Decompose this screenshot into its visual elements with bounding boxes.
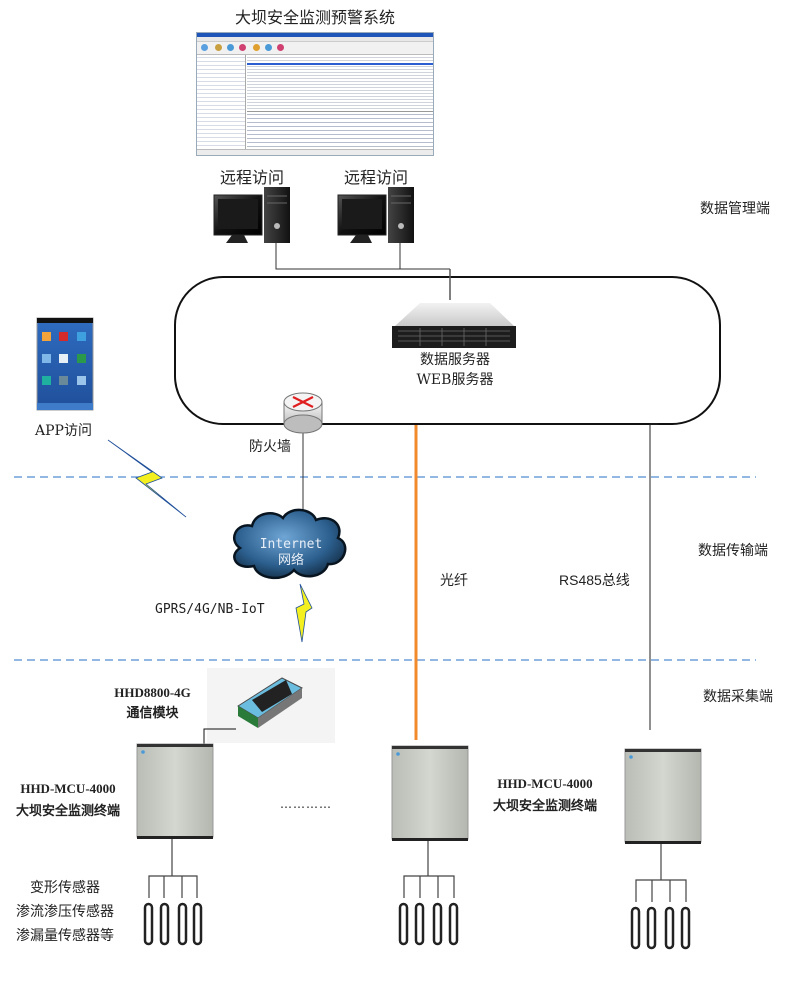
sensor-probe <box>646 906 657 950</box>
terminal-left-name: 大坝安全监测终端 <box>15 803 120 818</box>
lightning-gprs-icon <box>295 583 313 643</box>
remote-access-label-1: 远程访问 <box>220 168 285 187</box>
app-access-label: APP访问 <box>35 423 92 439</box>
comm-module-device <box>207 668 335 743</box>
comm-module-model: HHD8800-4G <box>114 685 191 700</box>
sensor-group-right <box>635 844 687 902</box>
lightning-app-icon <box>107 439 187 518</box>
sensor-probe <box>664 906 675 950</box>
sensor-probe <box>448 902 459 946</box>
server-label-line1: 数据服务器 <box>420 352 490 368</box>
internet-cloud-icon <box>233 508 347 579</box>
system-title: 大坝安全监测预警系统 <box>234 8 395 27</box>
wireless-protocols-label: GPRS/4G/NB-IoT <box>155 602 265 617</box>
terminal-middle-model: HHD-MCU-4000 <box>497 776 593 791</box>
sensor-probe <box>630 906 641 950</box>
layer-label-acquisition: 数据采集端 <box>703 689 773 705</box>
mobile-app-icon <box>36 317 94 411</box>
sensor-probe <box>680 906 691 950</box>
internet-label-line1: Internet <box>259 537 323 552</box>
sensor-types-label: 变形传感器 渗流渗压传感器 渗漏量传感器等 <box>0 876 130 948</box>
more-terminals-ellipsis: ………… <box>280 797 332 811</box>
monitoring-software-screenshot <box>196 32 434 156</box>
rs485-link <box>649 423 658 730</box>
terminal-middle-label: HHD-MCU-4000 大坝安全监测终端 <box>478 773 612 817</box>
sensor-probe <box>143 902 154 946</box>
terminal-left-model: HHD-MCU-4000 <box>20 781 116 796</box>
comm-module-name: 通信模块 <box>126 705 179 720</box>
sensor-type-deformation: 变形传感器 <box>30 880 100 896</box>
sensor-group-left <box>148 839 198 898</box>
server-network-boundary <box>174 276 721 425</box>
sensor-probe <box>159 902 170 946</box>
server-label: 数据服务器 WEB服务器 <box>390 350 520 390</box>
terminal-cabinet-left <box>136 743 214 839</box>
sensor-probe <box>432 902 443 946</box>
sensor-type-leakage: 渗漏量传感器等 <box>16 928 114 944</box>
server-label-line2: WEB服务器 <box>416 372 494 388</box>
sensor-group-middle <box>403 841 455 898</box>
rs485-label: RS485总线 <box>559 572 630 588</box>
pc1-link <box>275 243 450 270</box>
terminal-left-label: HHD-MCU-4000 大坝安全监测终端 <box>0 778 136 822</box>
terminal-cabinet-right <box>624 748 702 844</box>
internet-label: Internet 网络 <box>248 537 334 569</box>
remote-access-label-2: 远程访问 <box>344 168 409 187</box>
sensor-probe <box>192 902 203 946</box>
remote-pc-1 <box>213 187 290 243</box>
firewall-label: 防火墙 <box>249 439 291 455</box>
sensor-probe <box>398 902 409 946</box>
module-terminal-link <box>203 728 236 744</box>
sensor-type-seepage-pressure: 渗流渗压传感器 <box>16 904 114 920</box>
sensor-probe <box>414 902 425 946</box>
terminal-cabinet-middle <box>391 745 469 841</box>
fiber-label: 光纤 <box>440 572 468 588</box>
comm-module-label: HHD8800-4G 通信模块 <box>100 683 205 723</box>
internet-label-line2: 网络 <box>277 553 304 568</box>
sensor-probe <box>177 902 188 946</box>
firewall-router-icon <box>283 392 323 434</box>
remote-pc-2 <box>337 187 414 243</box>
terminal-middle-name: 大坝安全监测终端 <box>492 798 597 813</box>
layer-label-transmission: 数据传输端 <box>698 543 768 559</box>
rack-server <box>392 303 516 348</box>
layer-label-management: 数据管理端 <box>700 201 770 217</box>
